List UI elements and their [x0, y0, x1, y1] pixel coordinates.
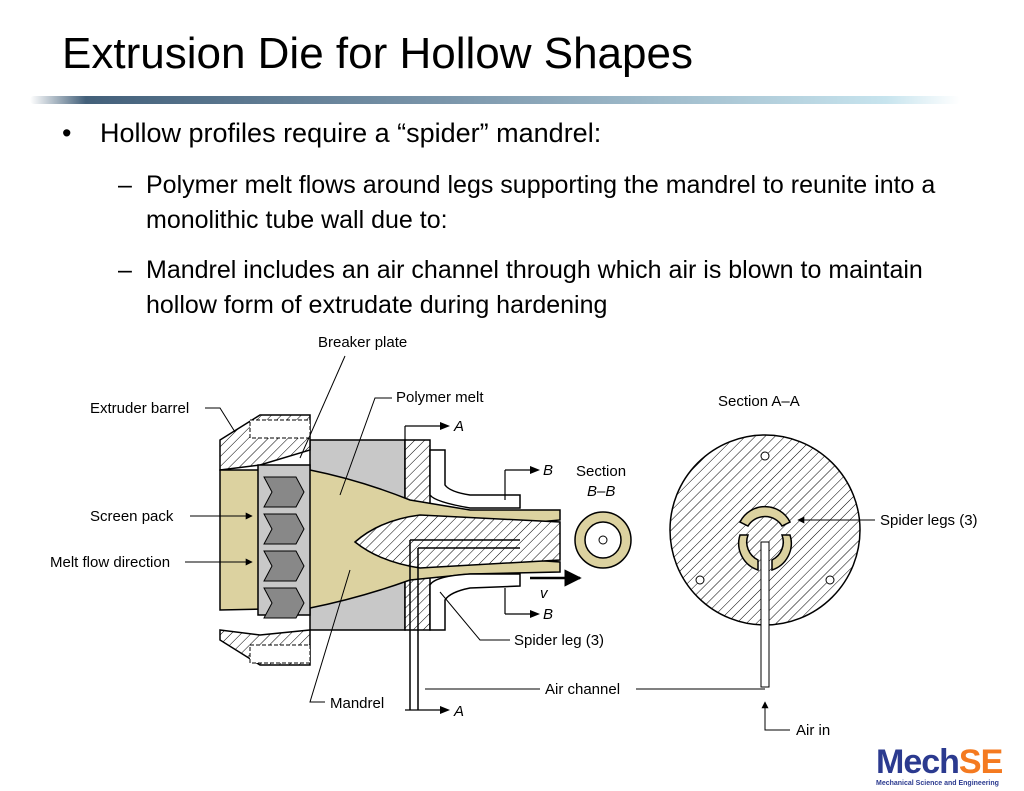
- bullet-marker: •: [62, 118, 72, 148]
- dash-marker: –: [118, 171, 132, 199]
- bolt-hole-top: [760, 451, 770, 461]
- mark-a-bottom: A: [453, 703, 464, 720]
- mechse-logo: MechSE Mechanical Science and Engineerin…: [876, 745, 1024, 787]
- section-bb-label-2: B–B: [587, 483, 615, 500]
- label-spider-legs: Spider legs (3): [880, 512, 978, 529]
- section-aa-label: Section A–A: [718, 393, 800, 410]
- die-outlet-bottom: [429, 573, 521, 631]
- sub-bullet-1: – Polymer melt flows around legs support…: [118, 168, 956, 237]
- section-bb-center: [598, 535, 608, 545]
- label-melt-flow: Melt flow direction: [50, 554, 170, 571]
- logo-mech: Mech: [876, 743, 960, 781]
- bolt-hole-left: [695, 575, 705, 585]
- slide-title: Extrusion Die for Hollow Shapes: [62, 29, 693, 78]
- arrow-b-bottom: [530, 610, 540, 618]
- logo-wordmark: MechSE: [876, 745, 1024, 779]
- label-air-in: Air in: [796, 722, 830, 739]
- mark-a-top: A: [453, 418, 464, 435]
- label-breaker-plate: Breaker plate: [318, 334, 407, 351]
- air-channel-pipe: [409, 539, 520, 710]
- logo-tagline: Mechanical Science and Engineering: [876, 780, 999, 787]
- arrow-a-top: [440, 422, 450, 430]
- mark-b-top: B: [543, 462, 553, 479]
- section-bb-inner: [584, 521, 622, 559]
- mandrel: [353, 514, 561, 569]
- die-outlet-top: [429, 449, 521, 509]
- label-polymer-melt: Polymer melt: [396, 389, 484, 406]
- label-spider-leg: Spider leg (3): [514, 632, 604, 649]
- mark-b-bottom: B: [543, 606, 553, 623]
- spider-leg-top: [738, 505, 792, 527]
- sub-bullet-2-text: Mandrel includes an air channel through …: [146, 256, 923, 319]
- screen-pack: [263, 476, 305, 619]
- spider-leg-right: [771, 534, 793, 572]
- spider-leg-left: [737, 534, 759, 572]
- arrow-b-top: [530, 466, 540, 474]
- extrusion-die-diagram: v Section B–B Section A–A A A: [50, 334, 978, 739]
- label-mandrel: Mandrel: [330, 695, 384, 712]
- sub-bullet-2: – Mandrel includes an air channel throug…: [118, 253, 956, 322]
- bolt-top: [249, 419, 311, 439]
- section-aa-air-channel: [760, 541, 770, 688]
- bolt-bottom: [249, 644, 311, 664]
- sub-bullet-1-text: Polymer melt flows around legs supportin…: [146, 171, 936, 234]
- bullet-main-text: Hollow profiles require a “spider” mandr…: [100, 118, 602, 148]
- title-underline: [30, 96, 960, 104]
- logo-se: SE: [958, 743, 1003, 781]
- label-screen-pack: Screen pack: [90, 508, 174, 525]
- label-extruder-barrel: Extruder barrel: [90, 400, 189, 417]
- dash-marker: –: [118, 256, 132, 284]
- section-markers: [404, 425, 530, 711]
- label-air-channel: Air channel: [545, 681, 620, 698]
- section-bb-label-1: Section: [576, 463, 626, 480]
- velocity-label: v: [540, 585, 549, 602]
- arrow-a-bottom: [440, 706, 450, 714]
- bolt-hole-right: [825, 575, 835, 585]
- bullet-main: • Hollow profiles require a “spider” man…: [62, 118, 601, 149]
